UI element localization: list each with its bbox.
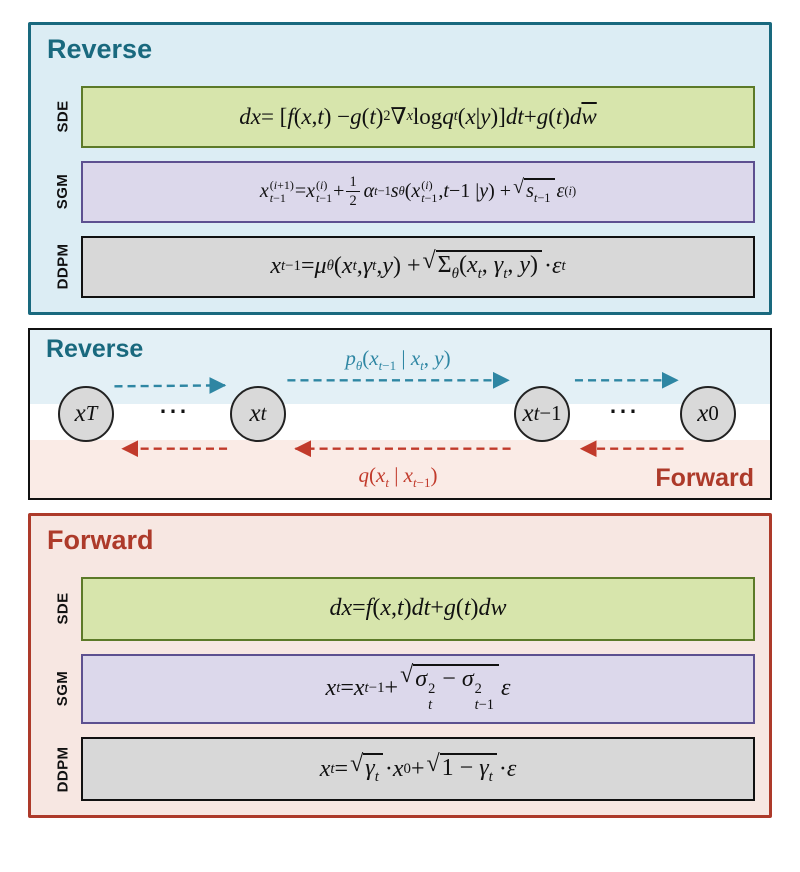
forward-sde-side: SDE — [45, 577, 81, 641]
reverse-arrow-xT-to-xt — [114, 376, 227, 394]
q-label: q(xt | xt−1) — [358, 462, 438, 490]
dots-right: ⋯ — [608, 393, 638, 429]
reverse-sgm-side: SGM — [45, 161, 81, 223]
forward-sde-equation: dx = f(x, t) dt + g(t) dw — [81, 576, 755, 641]
sgm-side-label: SGM — [54, 174, 72, 210]
dots-left: ⋯ — [158, 393, 188, 429]
arrows-layer — [114, 371, 684, 457]
chain-reverse-label: Reverse — [46, 334, 144, 363]
forward-panel-title: Forward — [47, 524, 154, 555]
forward-sgm-side: SGM — [45, 654, 81, 725]
sde-side-label: SDE — [54, 592, 72, 625]
ddpm-side-label: DDPM — [54, 243, 72, 290]
sgm-side-label: SGM — [54, 671, 72, 707]
forward-panel: Forward SDE dx = f(x, t) dt + g(t) dw SG… — [28, 512, 772, 819]
forward-sde-row: SDE dx = f(x, t) dt + g(t) dw — [45, 576, 755, 641]
forward-ddpm-side: DDPM — [45, 737, 81, 801]
sde-side-label: SDE — [54, 100, 72, 133]
reverse-band — [30, 329, 770, 404]
ddpm-side-label: DDPM — [54, 746, 72, 792]
reverse-panel-title: Reverse — [47, 34, 153, 64]
reverse-sde-side: SDE — [45, 86, 81, 148]
chain-forward-label: Forward — [655, 463, 754, 492]
reverse-panel: Reverse SDE dx = [f(x, t) − g(t)2∇x log … — [28, 22, 772, 315]
p-theta-label: pθ(xt−1 | xt, y) — [345, 345, 451, 373]
reverse-ddpm-side: DDPM — [45, 236, 81, 298]
markov-chain-panel: Reverse Forward pθ(xt−1 | xt, y) q(xt | … — [28, 327, 772, 500]
